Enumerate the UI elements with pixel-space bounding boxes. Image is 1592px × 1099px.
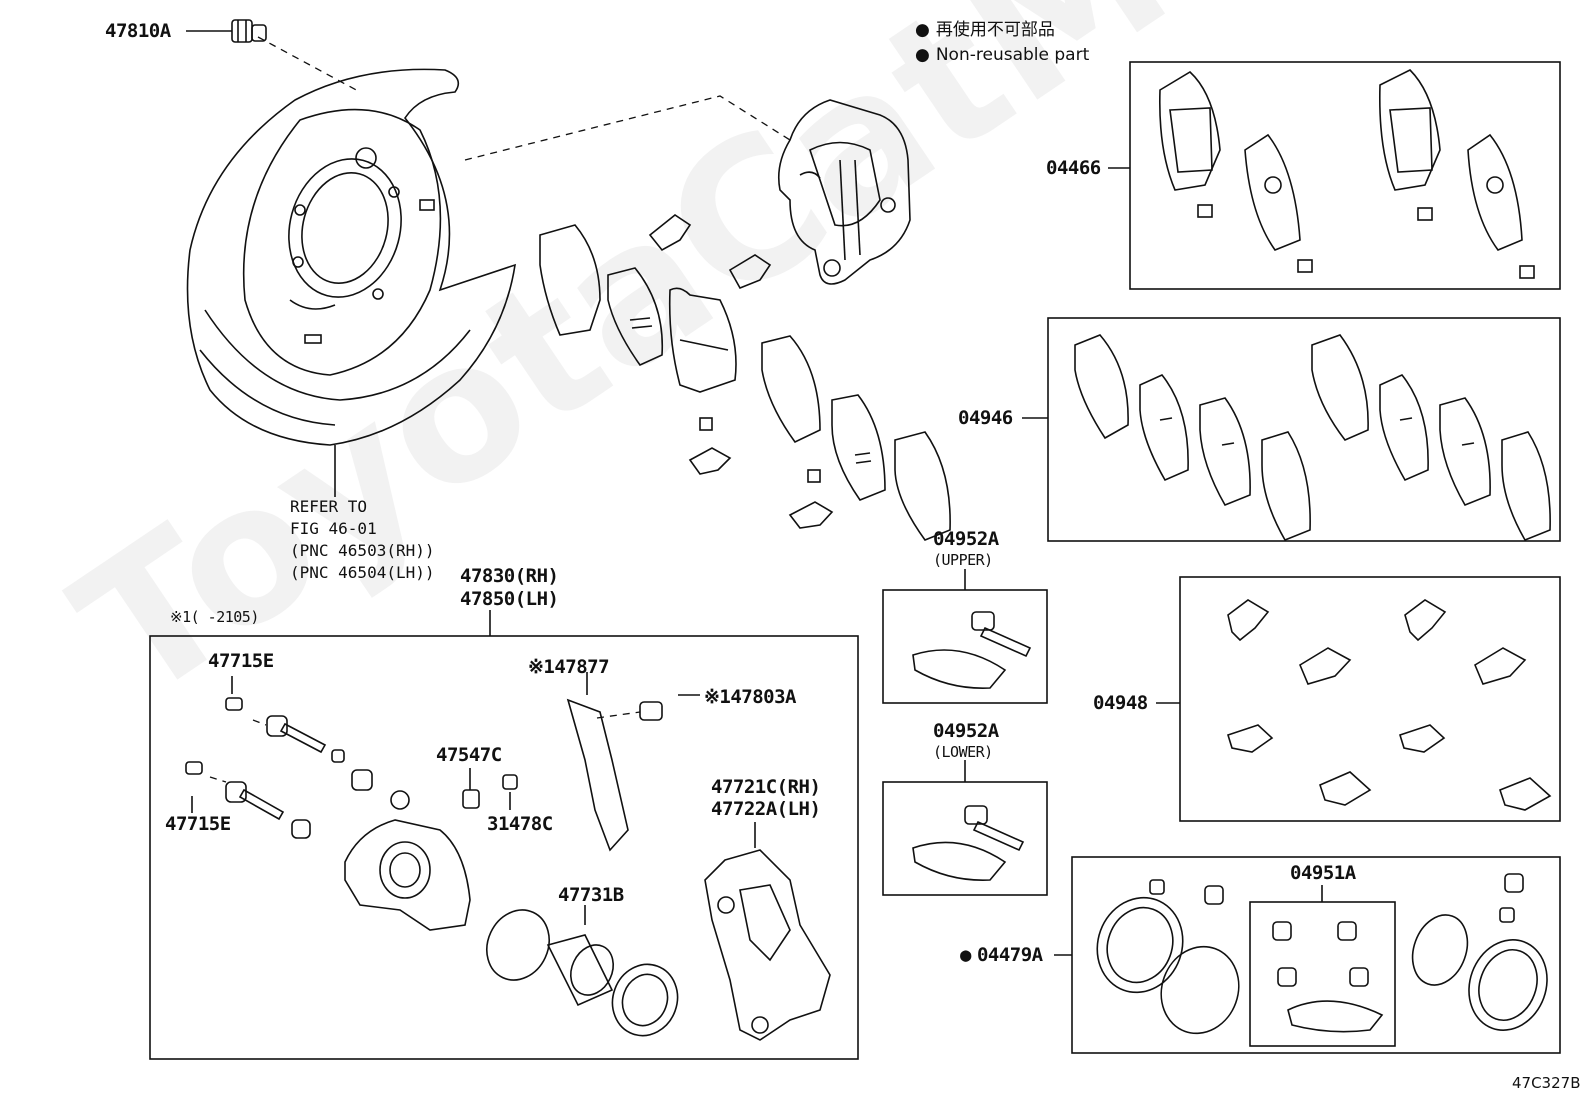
dust-shield	[186, 68, 516, 446]
label-47721C[interactable]: 47721C(RH)	[711, 776, 821, 798]
caliper-assy-parts	[185, 697, 831, 1041]
label-04946[interactable]: 04946	[958, 407, 1013, 429]
label-47830[interactable]: 47830(RH)	[460, 565, 559, 587]
box-04466	[1129, 61, 1561, 290]
label-04479A[interactable]: 04479A	[960, 946, 1043, 965]
pins-04952A-upper	[912, 611, 1032, 689]
label-47850[interactable]: 47850(LH)	[460, 588, 559, 610]
label-47715E-top[interactable]: 47715E	[208, 650, 274, 672]
box-04479A	[1071, 856, 1561, 1054]
pads-04466	[1158, 69, 1535, 279]
box-04952A-lower	[882, 781, 1048, 896]
label-31478C[interactable]: 31478C	[487, 813, 553, 835]
label-47810A[interactable]: 47810A	[105, 20, 171, 42]
legend-en: Non-reusable part	[915, 47, 1089, 64]
label-04951A[interactable]: 04951A	[1290, 862, 1356, 884]
label-47547C[interactable]: 47547C	[436, 744, 502, 766]
label-04948[interactable]: 04948	[1093, 692, 1148, 714]
option-note: ※1( -2105)	[170, 608, 259, 626]
label-47803A[interactable]: ※147803A	[704, 686, 797, 708]
label-04952A-lower[interactable]: 04952A	[933, 720, 999, 742]
label-47877[interactable]: ※147877	[528, 656, 610, 678]
caliper-top	[777, 99, 911, 285]
pads-middle	[539, 214, 951, 541]
box-04948	[1179, 576, 1561, 822]
bolt-47810A	[231, 19, 267, 43]
label-47715E-bottom[interactable]: 47715E	[165, 813, 231, 835]
box-04952A-upper	[882, 589, 1048, 704]
figure-code: 47C327B	[1512, 1074, 1581, 1092]
label-04466[interactable]: 04466	[1046, 157, 1101, 179]
refer-note: REFER TO FIG 46-01 (PNC 46503(RH)) (PNC …	[290, 497, 435, 582]
box-caliper-assy	[149, 635, 859, 1060]
seals-04479A	[1096, 873, 1548, 1035]
label-47722A[interactable]: 47722A(LH)	[711, 798, 821, 820]
label-04952A-upper[interactable]: 04952A	[933, 528, 999, 550]
box-04946	[1047, 317, 1561, 542]
pins-04952A-lower	[912, 805, 1025, 881]
shims-04946	[1074, 334, 1551, 542]
box-04951A	[1249, 901, 1396, 1047]
legend-jp: 再使用不可部品	[915, 22, 1055, 39]
label-47731B[interactable]: 47731B	[558, 884, 624, 906]
clips-04948	[1227, 599, 1552, 811]
label-upper: (UPPER)	[933, 551, 993, 569]
label-lower: (LOWER)	[933, 743, 993, 761]
